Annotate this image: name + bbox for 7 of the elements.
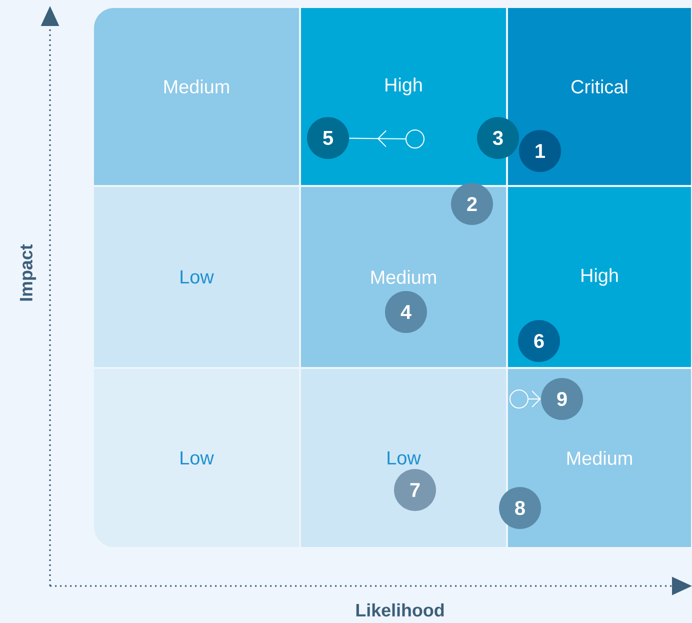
risk-cell: Low [94, 369, 299, 547]
origin-circle [406, 130, 424, 148]
risk-cell: Low [94, 187, 299, 367]
risk-cell: Medium [94, 8, 299, 185]
origin-circle [510, 390, 528, 408]
axis-title: Impact [20, 244, 36, 301]
axis-title: Likelihood [356, 603, 444, 617]
